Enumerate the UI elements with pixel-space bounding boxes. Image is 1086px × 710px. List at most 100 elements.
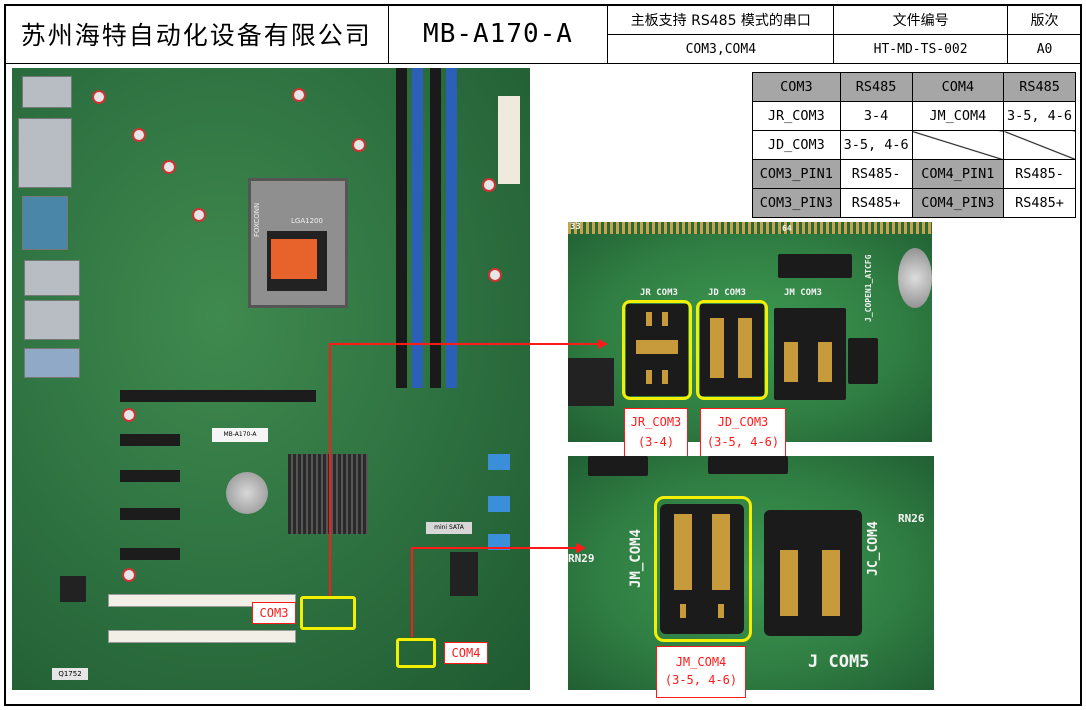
pin [680,604,686,618]
table-cell: RS485- [1003,159,1076,189]
header-pins [848,338,878,384]
com4-arrow [411,543,586,637]
q-label: Q1752 [52,668,88,680]
capacitor [192,208,206,222]
socket-sticker [271,239,317,279]
capacitor [482,178,496,192]
jumper-cap [818,342,832,382]
table-cell: COM4_PIN1 [911,159,1005,189]
jumper-cap [780,550,798,616]
cmos-battery [226,472,268,514]
label-title: JM_COM4 [675,655,727,669]
zoom-photo-com3: 33 64 JR COM3 JD COM3 JM COM3 J_COPEN1_A… [568,222,932,442]
dimm-slot [430,68,441,388]
com4-label: COM4 [444,642,488,664]
dvi-port [18,118,72,188]
zoom-photo-com4: RN29 RN26 JM_COM4 JC_COM4 J COM5 [568,456,934,690]
chip [568,358,614,406]
standoff [898,248,932,308]
jc-com4-jumper [764,510,862,636]
serial-port [22,196,68,250]
company-name: 苏州海特自动化设备有限公司 [4,4,389,64]
table-cell-empty [1003,130,1076,160]
pcb-surface [12,68,530,690]
jm-com4-label: JM_COM4 (3-5, 4-6) [656,646,746,698]
jr-com3-highlight [622,300,692,400]
capacitor [162,160,176,174]
chipset-heatsink [288,454,368,534]
table-cell: JM_COM4 [911,101,1005,131]
jumper-table: COM3 RS485 COM4 RS485 JR_COM3 3-4 JM_COM… [752,72,1076,218]
table-cell: JD_COM3 [752,130,841,160]
mini-sata-label: mini SATA [426,522,472,534]
usb-port [24,260,80,296]
table-cell: COM3_PIN3 [752,188,841,218]
capacitor [132,128,146,142]
jd-com3-jumper [700,304,764,396]
chip [60,576,86,602]
pcie-slot [120,470,180,482]
jm-com3-jumper [774,308,846,400]
version-label: 版次 [1007,4,1082,35]
jumper-cap [784,342,798,382]
table-cell: RS485 [1003,72,1076,102]
jm-com4-jumper [660,504,744,634]
atx-power-connector [498,96,520,184]
capacitor [488,268,502,282]
silk-text: RN29 [568,552,595,565]
jd-com3-label: JD_COM3 (3-5, 4-6) [700,408,786,462]
jumper-cap [674,514,692,590]
label-pins: (3-5, 4-6) [664,673,738,687]
capacitor [292,88,306,102]
silk-text: RN26 [898,512,925,525]
pcie-slot [120,434,180,446]
pcie-slot [120,548,180,560]
document-header: 苏州海特自动化设备有限公司 MB-A170-A 主板支持 RS485 模式的串口… [4,4,1082,64]
pci-slot [108,594,296,607]
pcie-x16-slot [120,390,316,402]
com3-highlight [300,596,356,630]
table-cell: RS485+ [839,188,913,218]
table-row: COM3_PIN3 RS485+ COM4_PIN3 RS485+ [752,188,1076,218]
chip [588,456,648,476]
model-name: MB-A170-A [387,4,609,64]
table-row: COM3 RS485 COM4 RS485 [752,72,1076,102]
version: A0 [1007,34,1082,64]
com3-arrow [329,339,608,596]
capacitor [352,138,366,152]
sata-port [488,454,510,470]
dimm-slot [396,68,407,388]
label-title: JD_COM3 [717,415,769,429]
pin [718,604,724,618]
table-cell: COM3 [752,72,841,102]
jumper-block [778,254,852,278]
chip [708,456,788,474]
cpu-socket: FOXCONN LGA1200 [248,178,348,308]
jumper-cap [738,318,752,378]
silk-text: 33 [570,222,581,232]
jr-com3-jumper [626,304,688,396]
m2-slot [450,552,478,596]
doc-no: HT-MD-TS-002 [833,34,1009,64]
pci-slot [108,630,296,643]
jumper-cap [822,550,840,616]
table-cell: 3-5, 4-6 [1003,101,1076,131]
dimm-slot [446,68,457,388]
silk-jr-com3: JR COM3 [640,288,678,298]
sata-port [488,534,510,550]
pcie-slot [120,508,180,520]
capacitor [122,408,136,422]
silk-jm-com3: JM COM3 [784,288,822,298]
io-port [22,76,72,108]
table-cell: COM4 [911,72,1005,102]
audio-port [24,348,80,378]
table-cell: 3-5, 4-6 [839,130,913,160]
model-sticker: MB-A170-A [212,428,268,442]
com4-highlight [396,638,436,668]
socket-text: LGA1200 [291,217,323,225]
table-cell: COM4_PIN3 [911,188,1005,218]
jm-com4-highlight [654,496,752,642]
jumper-cap [710,318,724,378]
silk-com5: J COM5 [808,652,870,672]
